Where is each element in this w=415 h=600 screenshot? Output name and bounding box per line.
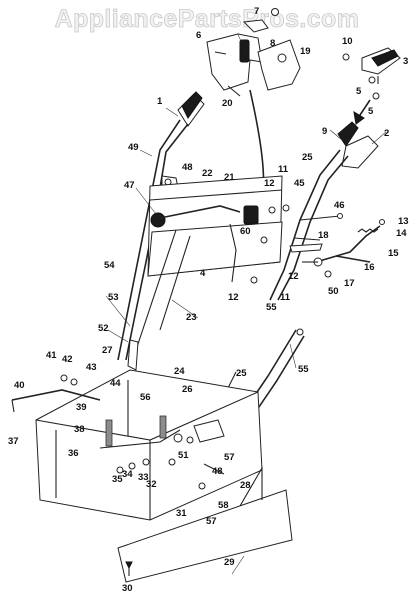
callout: 25	[302, 152, 313, 163]
callout: 48	[212, 466, 223, 477]
callout: 60	[240, 226, 251, 237]
callout: 32	[146, 479, 157, 490]
callout: 9	[322, 126, 327, 137]
callout: 55	[266, 302, 277, 313]
callout: 40	[14, 380, 25, 391]
callout: 33	[138, 472, 149, 483]
callout: 20	[222, 98, 233, 109]
callout: 22	[202, 168, 213, 179]
callout: 2	[384, 128, 389, 139]
right-rods	[289, 213, 385, 278]
callout: 7	[254, 6, 259, 17]
callout: 19	[300, 46, 311, 57]
leader-lines	[105, 107, 387, 575]
dash-panel	[147, 175, 290, 284]
callout: 46	[334, 200, 345, 211]
watermark-text: AppliancePartsPros.com	[55, 5, 360, 33]
callout: 31	[176, 508, 187, 519]
callout: 58	[218, 500, 229, 511]
callout: 15	[388, 248, 399, 259]
callout: 8	[270, 38, 275, 49]
callout: 42	[62, 354, 73, 365]
callout: 6	[196, 30, 201, 41]
callout: 43	[86, 362, 97, 373]
callout: 12	[228, 292, 239, 303]
callout: 34	[122, 469, 133, 480]
callout: 45	[294, 178, 305, 189]
callout: 35	[112, 474, 123, 485]
callout: 53	[108, 292, 119, 303]
callout: 24	[174, 366, 185, 377]
callout: 38	[74, 424, 85, 435]
callout: 21	[224, 172, 235, 183]
callout: 12	[288, 271, 299, 282]
callout: 10	[342, 36, 353, 47]
callout: 49	[128, 142, 139, 153]
callout: 56	[140, 392, 151, 403]
callout: 44	[110, 378, 121, 389]
callout: 23	[186, 312, 197, 323]
bottom-plate	[117, 465, 293, 583]
callout: 51	[178, 450, 189, 461]
callout: 5	[356, 86, 362, 97]
callout: 30	[122, 583, 133, 594]
callout: 1	[157, 96, 163, 107]
callout: 39	[76, 402, 87, 413]
callout: 5	[368, 106, 374, 117]
left-handle	[117, 91, 205, 361]
right-grip-detail	[342, 47, 401, 125]
callout: 26	[182, 384, 193, 395]
chute-control-assembly	[206, 8, 301, 97]
callout: 52	[98, 323, 109, 334]
callout: 29	[224, 557, 235, 568]
callout: 57	[224, 452, 235, 463]
callout: 36	[68, 448, 79, 459]
callout: 13	[398, 216, 409, 227]
callout: 37	[8, 436, 19, 447]
callout: 16	[364, 262, 375, 273]
drawing	[11, 8, 401, 583]
callout-labels: 1 2 3 4 5 5 6 7 8 9 10 11 11 12 12 12 13…	[8, 6, 409, 594]
callout: 12	[264, 178, 275, 189]
callout: 17	[344, 278, 355, 289]
callout: 27	[102, 345, 113, 356]
callout: 28	[240, 480, 251, 491]
callout: 57	[206, 516, 217, 527]
callout: 55	[298, 364, 309, 375]
callout: 54	[104, 260, 115, 271]
callout: 14	[396, 228, 407, 239]
callout: 50	[328, 286, 339, 297]
callout: 41	[46, 350, 57, 361]
callout: 4	[200, 268, 206, 279]
callout: 47	[124, 180, 135, 191]
callout: 11	[280, 292, 291, 303]
callout: 48	[182, 162, 193, 173]
callout: 3	[403, 56, 408, 67]
callout: 25	[236, 368, 247, 379]
callout: 18	[318, 230, 329, 241]
callout: 11	[278, 164, 289, 175]
